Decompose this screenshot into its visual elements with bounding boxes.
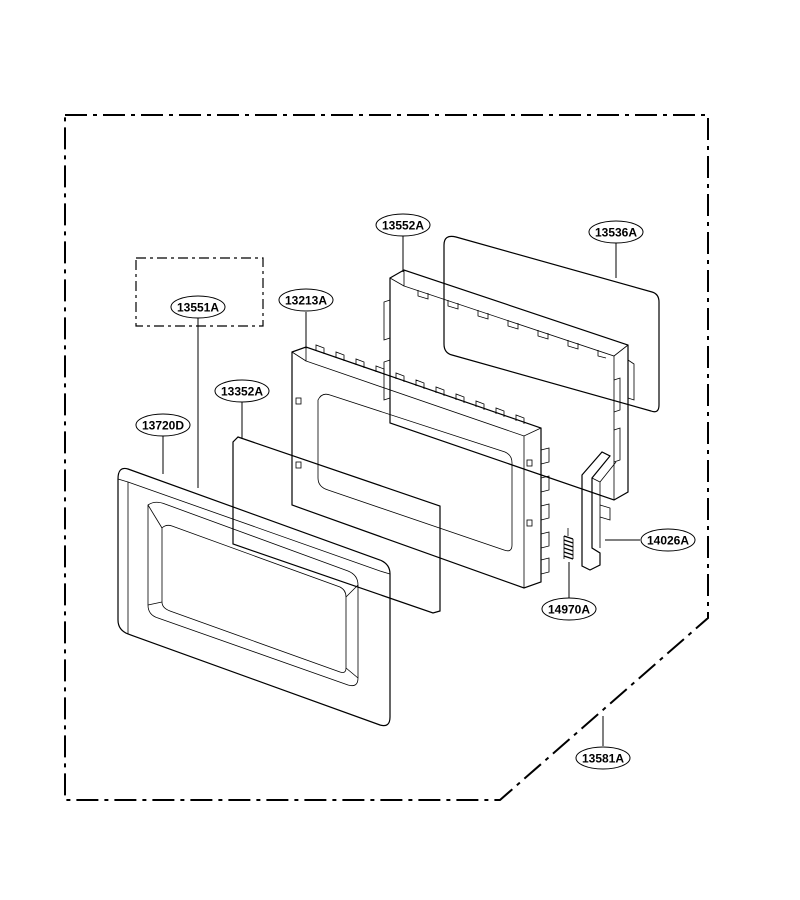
callout-13581A: 13581A	[575, 746, 631, 770]
part-13213A-door-frame	[291, 344, 550, 589]
part-14970A-spring	[563, 528, 574, 560]
label-13720D: 13720D	[142, 419, 184, 433]
part-13536A-sheet	[443, 235, 660, 413]
label-13352A: 13352A	[221, 385, 263, 399]
callout-14026A: 14026A	[640, 528, 696, 552]
part-13720D-door-cover	[117, 467, 391, 727]
label-13581A: 13581A	[582, 752, 624, 766]
callout-13352A: 13352A	[214, 379, 270, 403]
callout-13552A: 13552A	[375, 213, 431, 237]
part-14026A-latch	[581, 451, 617, 571]
part-13552A-frame	[383, 269, 635, 501]
label-13551A: 13551A	[177, 301, 219, 315]
assembly-boundary	[64, 114, 709, 801]
label-13536A: 13536A	[595, 226, 637, 240]
sub-assembly-box	[135, 257, 264, 327]
callout-13213A: 13213A	[278, 288, 334, 312]
callout-13551A: 13551A	[170, 295, 226, 319]
part-13352A-panel	[232, 436, 441, 614]
label-13552A: 13552A	[382, 219, 424, 233]
label-14970A: 14970A	[548, 603, 590, 617]
label-14026A: 14026A	[647, 534, 689, 548]
label-13213A: 13213A	[285, 294, 327, 308]
callout-14970A: 14970A	[541, 597, 597, 621]
callout-13536A: 13536A	[588, 220, 644, 244]
callout-13720D: 13720D	[135, 413, 191, 437]
